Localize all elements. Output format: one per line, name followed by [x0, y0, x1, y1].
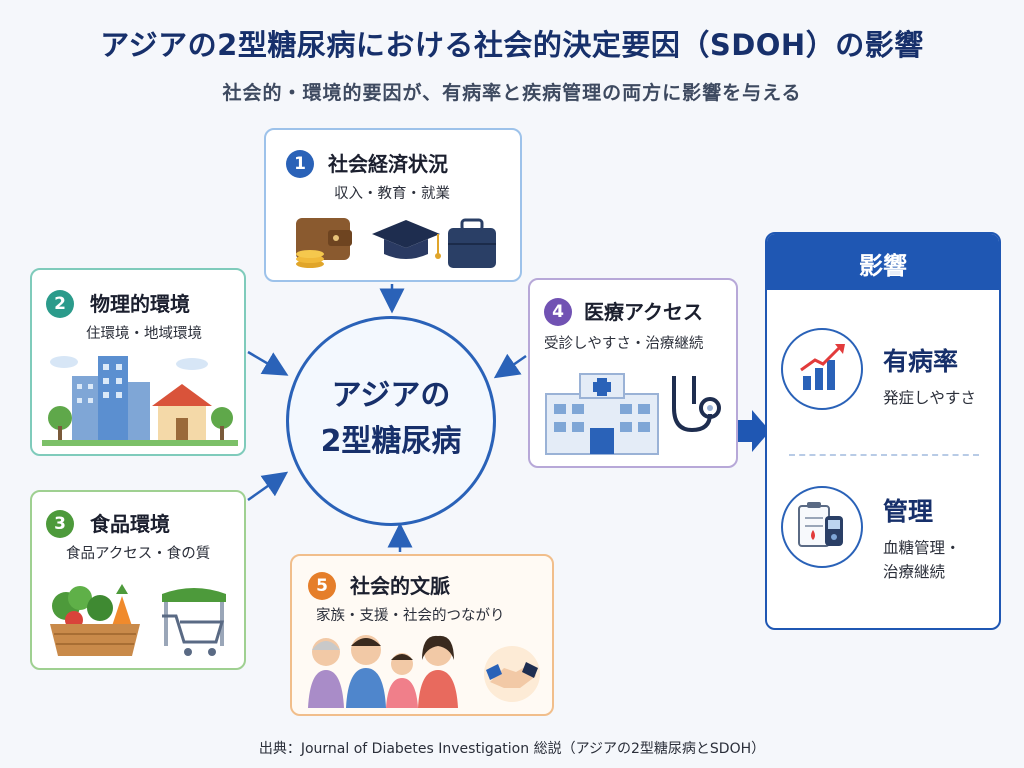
- rising-chart-icon: [781, 328, 863, 410]
- factor-title: 食品環境: [90, 512, 170, 536]
- center-topic-line2: 2型糖尿病: [320, 424, 462, 459]
- factor-card-socioeconomic: 1 社会経済状況 収入・教育・就業: [264, 128, 522, 282]
- arrow-factor4: [493, 353, 527, 379]
- factor-number-badge: 5: [308, 572, 336, 600]
- impact-divider: [789, 454, 979, 456]
- factor-subtitle: 受診しやすさ・治療継続: [544, 336, 704, 352]
- impact-item-title: 有病率: [883, 347, 959, 376]
- impact-item-title: 管理: [883, 497, 934, 526]
- impact-item-subtitle-line1: 血糖管理・: [883, 539, 961, 557]
- family-handshake-icon: [308, 635, 540, 708]
- impact-item-subtitle: 発症しやすさ: [883, 389, 976, 407]
- source-citation: 出典：Journal of Diabetes Investigation 総説（…: [258, 741, 766, 757]
- impact-item-subtitle-line2: 治療継続: [883, 563, 946, 581]
- buildings-house-icon: [42, 356, 238, 446]
- factor-card-social-context: 5 社会的文脈 家族・支援・社会的つながり: [290, 554, 554, 716]
- vegetables-cart-icon: [50, 584, 226, 656]
- arrow-to-impact: [738, 410, 770, 452]
- factor-subtitle: 住環境・地域環境: [86, 326, 202, 342]
- factor-card-food-environment: 3 食品環境 食品アクセス・食の質: [30, 490, 246, 670]
- impact-title: 影響: [859, 252, 907, 280]
- factor-subtitle: 収入・教育・就業: [334, 186, 450, 202]
- factor-title: 医療アクセス: [584, 300, 703, 324]
- factor-number-badge: 3: [46, 510, 74, 538]
- factor-card-physical-environment: 2 物理的環境 住環境・地域環境: [30, 268, 246, 456]
- factor-number-badge: 2: [46, 290, 74, 318]
- factor-card-healthcare-access: 4 医療アクセス 受診しやすさ・治療継続: [528, 278, 738, 468]
- center-topic-circle: [286, 316, 496, 526]
- page-title: アジアの2型糖尿病における社会的決定要因（SDOH）の影響: [100, 28, 924, 62]
- center-topic-line1: アジアの: [331, 378, 451, 413]
- arrow-factor3: [247, 471, 289, 502]
- wallet-cap-briefcase-icon: [296, 218, 496, 268]
- impact-header: 影響: [767, 234, 999, 290]
- factor-title: 社会経済状況: [328, 152, 448, 176]
- factor-number-badge: 1: [286, 150, 314, 178]
- impact-panel: 影響 有病率 発症しやすさ 管理 血糖管理・ 治療継続: [765, 232, 1001, 630]
- glucose-meter-icon: [781, 486, 863, 568]
- factor-subtitle: 家族・支援・社会的つながり: [316, 608, 505, 624]
- factor-number-badge: 4: [544, 298, 572, 326]
- arrow-factor2: [247, 350, 289, 376]
- factor-title: 社会的文脈: [350, 574, 450, 598]
- factor-subtitle: 食品アクセス・食の質: [66, 546, 211, 562]
- page-subtitle: 社会的・環境的要因が、有病率と疾病管理の両方に影響を与える: [222, 82, 802, 104]
- factor-title: 物理的環境: [90, 292, 190, 316]
- hospital-stethoscope-icon: [545, 373, 721, 455]
